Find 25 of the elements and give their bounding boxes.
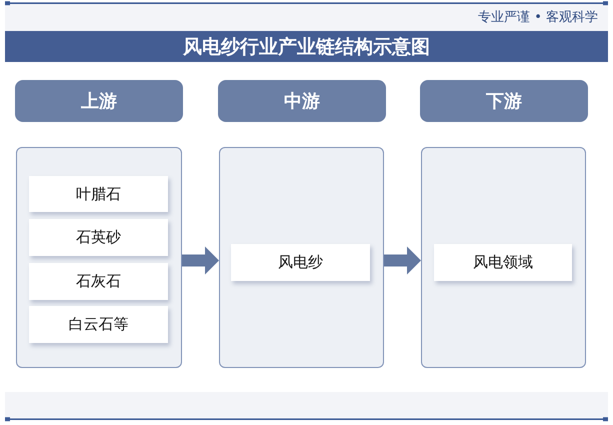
item-card <box>434 244 572 281</box>
item-label: 石灰石 <box>76 272 121 291</box>
stage-panel <box>219 147 384 368</box>
flow-arrow <box>182 246 219 274</box>
item-label: 风电纱 <box>278 253 323 272</box>
stage-panel <box>421 147 586 368</box>
item-card <box>231 244 370 281</box>
item-card <box>29 306 168 343</box>
item-card <box>29 263 168 300</box>
title-text: 风电纱行业产业链结构示意图 <box>183 34 430 60</box>
flow-arrow <box>384 246 421 274</box>
stage-title: 中游 <box>284 90 320 113</box>
item-label: 风电领域 <box>473 253 533 272</box>
item-label: 叶腊石 <box>76 184 121 204</box>
item-label: 白云石等 <box>68 315 128 334</box>
stage-header <box>15 80 183 122</box>
stage-title: 上游 <box>81 90 117 113</box>
stage-panel <box>16 147 182 368</box>
stage-title: 下游 <box>486 90 522 113</box>
stage-header <box>218 80 386 122</box>
item-card <box>29 176 168 212</box>
item-label: 石英砂 <box>76 228 121 247</box>
tagline-text: 专业严谨 • 客观科学 <box>478 9 598 26</box>
item-card <box>29 219 168 256</box>
stage-header <box>420 80 588 122</box>
